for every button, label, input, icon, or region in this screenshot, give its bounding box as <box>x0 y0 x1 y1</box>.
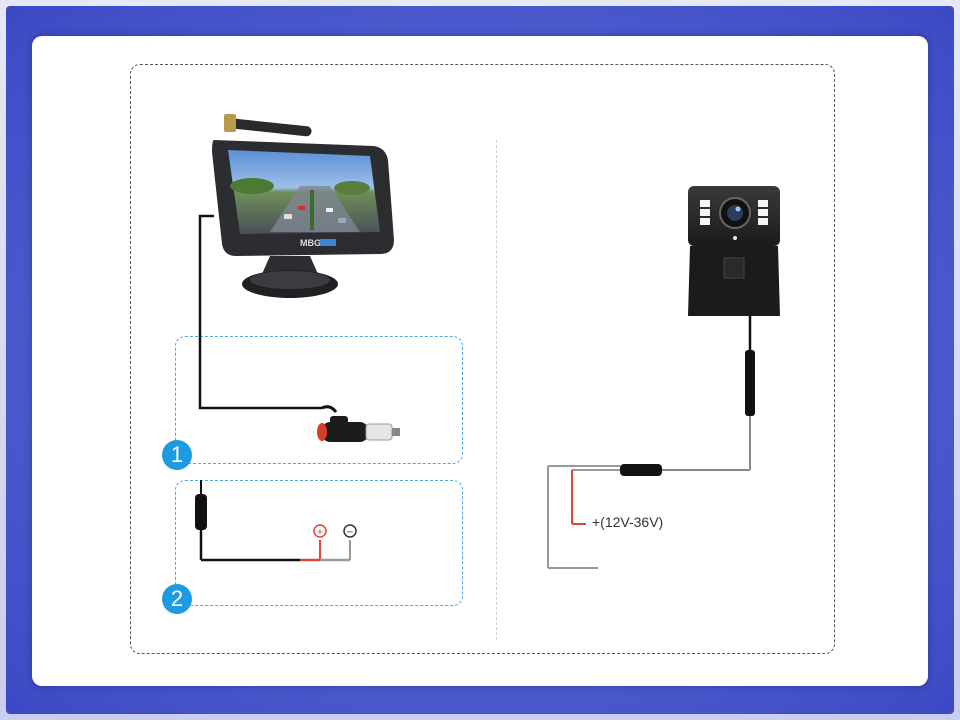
step-1-badge: 1 <box>162 440 192 470</box>
camera-power-label: +(12V-36V) <box>592 514 664 530</box>
negative-terminal-symbol: − <box>347 527 353 539</box>
camera-cable <box>547 316 755 569</box>
hardwire-cable-icon <box>195 480 351 562</box>
diagram-dashed-border <box>130 64 835 654</box>
cigarette-plug-icon <box>317 405 400 442</box>
positive-terminal-icon <box>313 524 327 538</box>
negative-terminal-icon <box>343 524 357 538</box>
positive-terminal-symbol: + <box>317 527 323 539</box>
step-2-badge: 2 <box>162 584 192 614</box>
monitor-brand-label: MBG <box>300 238 321 248</box>
backup-camera-icon <box>688 186 780 316</box>
step-1-box <box>175 336 463 464</box>
section-divider <box>496 140 497 640</box>
monitor-power-cable <box>198 214 322 410</box>
step-2-box <box>175 480 463 606</box>
monitor-icon: MBG <box>212 114 394 298</box>
diagram-card <box>32 36 928 686</box>
